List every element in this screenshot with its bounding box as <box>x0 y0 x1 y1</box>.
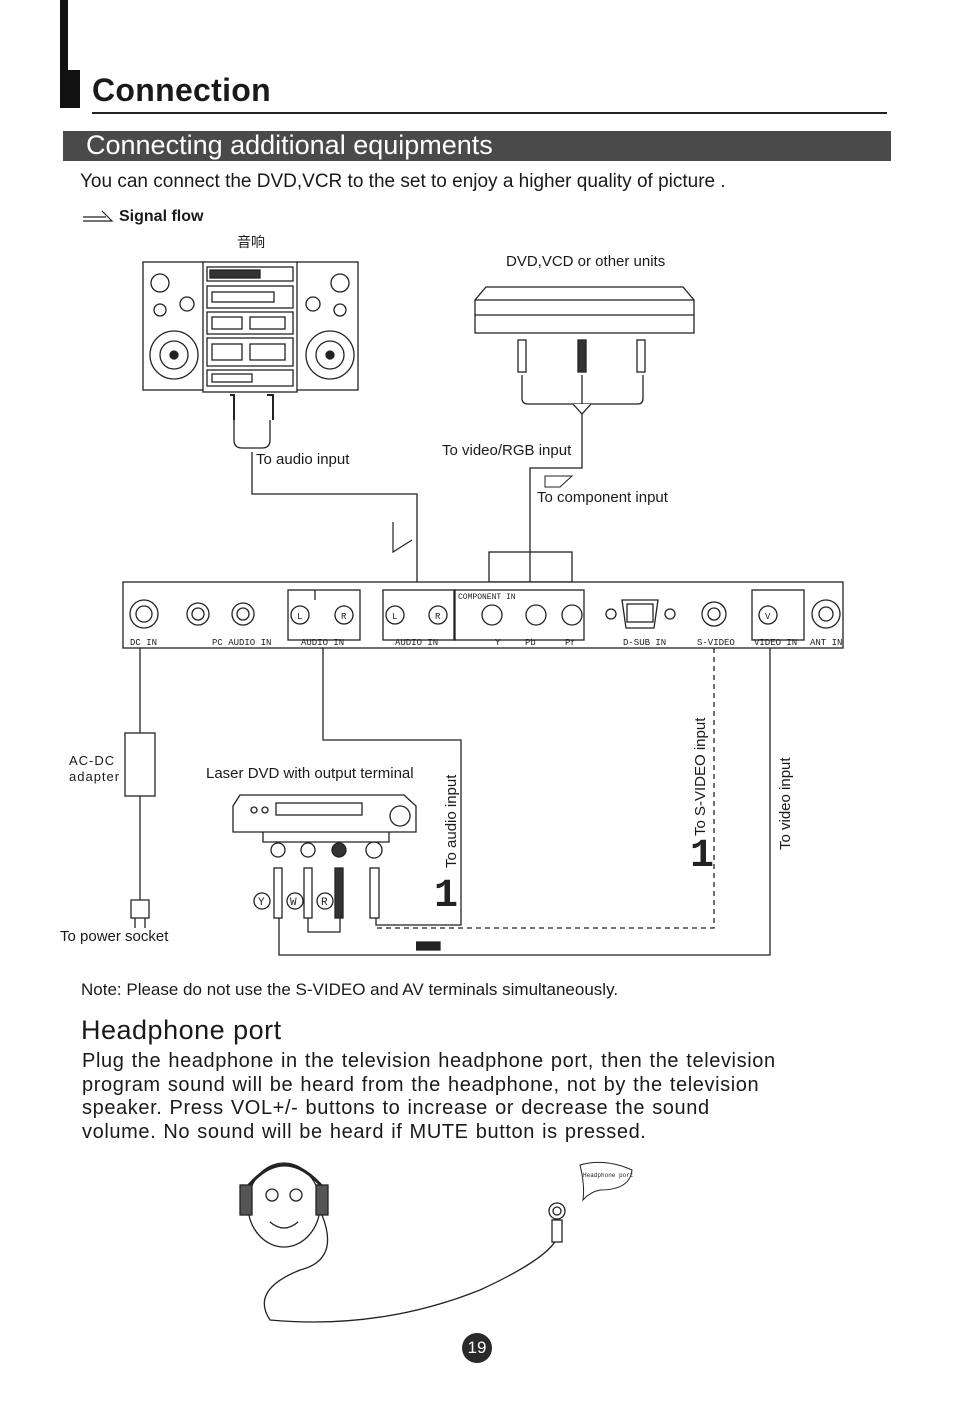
step-marker-audio: 1 <box>434 874 458 919</box>
panel-jack-r-1: R <box>341 612 347 622</box>
section-title: Connecting additional equipments <box>86 130 493 160</box>
panel-label-ant-in: ANT IN <box>810 638 842 648</box>
laser-dvd-label: Laser DVD with output terminal <box>206 765 414 782</box>
panel-label-component-in: COMPONENT IN <box>458 593 516 602</box>
stereo-system <box>142 261 359 393</box>
to-svideo-input-label: To S-VIDEO input <box>692 717 709 836</box>
panel-jack-l-1: L <box>297 612 302 622</box>
section-band <box>63 131 891 161</box>
panel-jack-r-2: R <box>435 612 441 622</box>
to-audio-input-vertical-label: To audio input <box>443 774 460 868</box>
stereo-label: 音响 <box>237 235 265 251</box>
plug-label-r: R <box>321 897 328 909</box>
ac-dc-label: AC-DC <box>69 753 116 768</box>
page-number: 19 <box>462 1333 492 1363</box>
plug-label-w: W <box>290 897 297 909</box>
title-accent-block <box>60 70 80 108</box>
to-video-rgb-input-label: To video/RGB input <box>442 442 572 459</box>
plug-label-y: Y <box>258 897 265 909</box>
panel-label-pr: Pr <box>565 638 576 648</box>
to-audio-input-label: To audio input <box>256 451 350 468</box>
page-title: Connection <box>92 72 271 108</box>
panel-label-dsub-in: D-SUB IN <box>623 638 666 648</box>
panel-label-pc-audio-in: PC AUDIO IN <box>212 638 271 648</box>
intro-text: You can connect the DVD,VCR to the set t… <box>80 171 726 192</box>
dvd-vcd-label: DVD,VCD or other units <box>506 253 666 270</box>
headphone-port-tag: Headphone port <box>583 1172 633 1179</box>
headphone-illustration <box>239 1161 633 1323</box>
to-video-input-label: To video input <box>777 757 794 850</box>
title-accent-bar <box>60 0 68 108</box>
signal-flow-arrow-icon <box>83 210 114 222</box>
panel-label-s-video: S-VIDEO <box>697 638 735 648</box>
signal-flow-label: Signal flow <box>119 208 204 225</box>
to-component-input-label: To component input <box>537 489 668 506</box>
panel-label-audio-in-2: AUDIO IN <box>395 638 438 648</box>
panel-label-pb: Pb <box>525 638 536 648</box>
panel-jack-l-2: L <box>392 612 397 622</box>
panel-label-video-in: VIDEO IN <box>754 638 797 648</box>
panel-label-audio-in-1: AUDIO IN <box>301 638 344 648</box>
usage-note: Note: Please do not use the S-VIDEO and … <box>81 980 619 999</box>
panel-label-y: Y <box>495 638 501 648</box>
headphone-title: Headphone port <box>81 1015 282 1045</box>
dvd-vcd-unit <box>474 286 695 373</box>
panel-jack-v: V <box>765 612 771 622</box>
to-power-socket-label: To power socket <box>60 928 169 945</box>
adapter-label: adapter <box>69 769 121 784</box>
panel-label-dc-in: DC IN <box>130 638 157 648</box>
headphone-body: Plug the headphone in the television hea… <box>82 1050 776 1143</box>
tv-rear-panel <box>122 581 844 649</box>
title-rule <box>92 112 887 114</box>
laser-dvd-player <box>232 794 417 919</box>
step-marker-svideo: 1 <box>690 834 714 879</box>
